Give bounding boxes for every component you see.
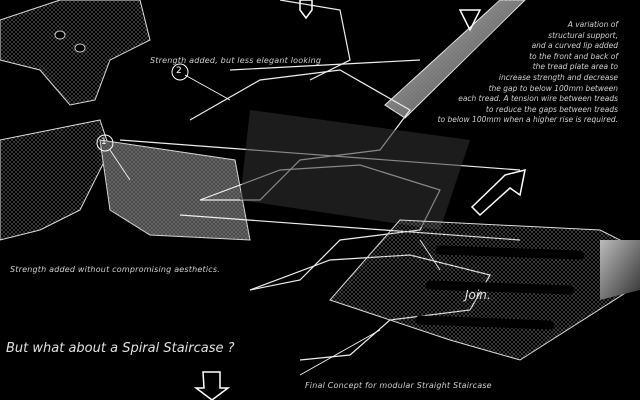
handrail-tube	[384, 0, 526, 119]
marker-1: 1	[101, 137, 107, 147]
join-label: Join.	[465, 288, 491, 302]
strength-no-compromise-note: Strength added without compromising aest…	[10, 265, 220, 274]
marker-2-circle	[171, 63, 189, 81]
arrows	[193, 0, 526, 400]
marker-1-circle	[96, 134, 114, 152]
note-line: increase strength and decrease	[498, 72, 618, 82]
note-line: and a curved lip added	[531, 41, 618, 51]
tread-top-left	[0, 0, 151, 106]
note-line: the tread plate area to	[532, 62, 618, 72]
spiral-question: But what about a Spiral Staircase ?	[6, 341, 235, 356]
note-line: to the front and back of	[529, 51, 618, 61]
marker-2: 2	[176, 66, 182, 76]
note-line: each tread. A tension wire between tread…	[458, 94, 618, 104]
tread-fork-right	[329, 219, 640, 361]
note-line: A variation of	[567, 20, 618, 29]
strength-less-elegant-note: Strength added, but less elegant looking	[150, 56, 322, 65]
leader-lines	[109, 74, 441, 376]
note-line: to reduce the gaps between treads	[485, 104, 618, 114]
note-line: the gap to below 100mm between	[488, 83, 618, 93]
tread-shadow-block	[240, 110, 470, 230]
tread-curved-left	[0, 119, 251, 241]
final-concept-note: Final Concept for modular Straight Stair…	[305, 381, 492, 390]
note-line: structural support,	[548, 30, 618, 40]
variation-note: A variation of structural support, and a…	[438, 20, 618, 126]
note-line: to below 100mm when a higher rise is req…	[437, 115, 618, 125]
